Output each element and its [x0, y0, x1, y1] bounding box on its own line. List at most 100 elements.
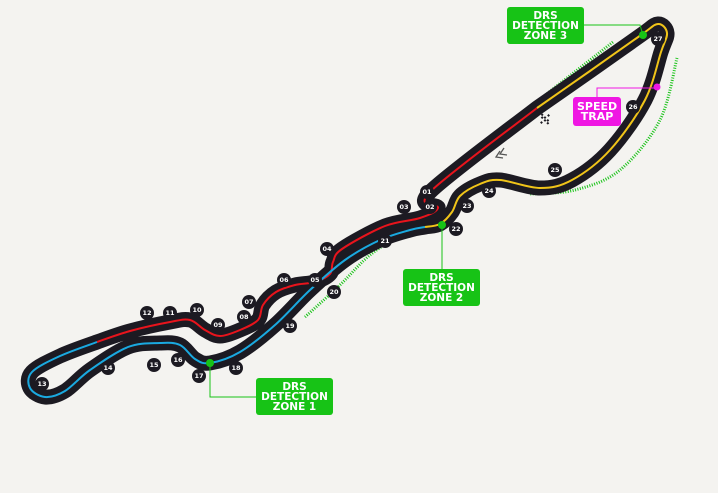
label-line: ZONE 1 — [272, 400, 317, 413]
label-line: ZONE 2 — [419, 291, 464, 304]
corner-22: 22 — [449, 222, 463, 236]
label-line: ZONE 3 — [523, 29, 568, 42]
corner-badge — [460, 199, 474, 213]
corner-number: 16 — [173, 356, 183, 364]
sector-1-line — [96, 107, 538, 343]
sector-3-line — [424, 23, 669, 228]
corner-badge — [237, 310, 251, 324]
corner-number: 27 — [653, 35, 662, 43]
label-line: DRS — [429, 271, 454, 284]
corner-21: 21 — [378, 234, 392, 248]
corner-badge — [35, 377, 49, 391]
corner-number: 21 — [380, 237, 390, 245]
corner-badge — [626, 100, 640, 114]
corner-badge — [163, 306, 177, 320]
corner-number: 15 — [149, 361, 159, 369]
corner-badge — [423, 200, 437, 214]
corner-badge — [211, 318, 225, 332]
drs-detection-point-3 — [639, 31, 647, 39]
corner-badge — [449, 222, 463, 236]
label-line: DRS — [533, 9, 558, 22]
corner-badge — [378, 234, 392, 248]
corner-number: 02 — [425, 203, 434, 211]
corner-number: 25 — [550, 166, 560, 174]
label-line: DETECTION — [512, 19, 579, 32]
drs-detection-point-1 — [206, 359, 214, 367]
corner-27: 27 — [651, 32, 665, 46]
label-line: SPEED — [577, 99, 618, 113]
corner-badge — [308, 273, 322, 287]
label-line: DETECTION — [408, 281, 475, 294]
corner-number: 22 — [451, 225, 460, 233]
label-line: DRS — [282, 380, 307, 393]
corner-badge — [147, 358, 161, 372]
corner-badge — [651, 32, 665, 46]
corner-number: 09 — [213, 321, 223, 329]
corner-02: 02 — [423, 200, 437, 214]
corner-03: 03 — [397, 200, 411, 214]
corner-19: 19 — [283, 319, 297, 333]
corner-badge — [420, 185, 434, 199]
drs-zone-2 — [529, 57, 679, 196]
corner-number: 05 — [310, 276, 320, 284]
checkered-flag-icon — [540, 113, 550, 125]
corner-15: 15 — [147, 358, 161, 372]
corner-number: 19 — [285, 322, 295, 330]
corner-number: 04 — [322, 245, 332, 253]
corner-16: 16 — [171, 353, 185, 367]
corner-badge — [192, 369, 206, 383]
drs-detection-point-2 — [438, 221, 446, 229]
corner-24: 24 — [482, 184, 496, 198]
corner-05: 05 — [308, 273, 322, 287]
corner-06: 06 — [277, 273, 291, 287]
corner-markers: 01 02 03 04 05 06 07 08 09 10 11 12 13 14 15 16 17 18 19 20… — [35, 32, 665, 391]
corner-number: 13 — [37, 380, 46, 388]
corner-badge — [190, 303, 204, 317]
corner-number: 18 — [231, 364, 241, 372]
corner-badge — [482, 184, 496, 198]
corner-20: 20 — [327, 285, 341, 299]
corner-badge — [283, 319, 297, 333]
corner-badge — [101, 361, 115, 375]
label-line: TRAP — [580, 109, 614, 123]
corner-badge — [548, 163, 562, 177]
corner-badge — [320, 242, 334, 256]
corner-badge — [229, 361, 243, 375]
corner-number: 08 — [239, 313, 249, 321]
corner-badge — [242, 295, 256, 309]
corner-number: 03 — [399, 203, 408, 211]
corner-number: 12 — [142, 309, 151, 317]
corner-number: 14 — [103, 364, 113, 372]
corner-09: 09 — [211, 318, 225, 332]
speed-trap-point — [653, 83, 661, 91]
track-surface — [20, 16, 675, 405]
corner-08: 08 — [237, 310, 251, 324]
corner-number: 26 — [628, 103, 638, 111]
corner-number: 11 — [165, 309, 175, 317]
corner-number: 07 — [244, 298, 253, 306]
corner-number: 24 — [484, 187, 494, 195]
corner-badge — [277, 273, 291, 287]
corner-10: 10 — [190, 303, 204, 317]
corner-18: 18 — [229, 361, 243, 375]
corner-17: 17 — [192, 369, 206, 383]
corner-01: 01 — [420, 185, 434, 199]
corner-04: 04 — [320, 242, 334, 256]
corner-number: 01 — [422, 188, 432, 196]
corner-number: 06 — [279, 276, 289, 284]
chevron-direction-icon — [494, 147, 508, 159]
corner-badge — [397, 200, 411, 214]
corner-11: 11 — [163, 306, 177, 320]
corner-13: 13 — [35, 377, 49, 391]
sector-2-line — [27, 226, 426, 399]
corner-badge — [140, 306, 154, 320]
corner-14: 14 — [101, 361, 115, 375]
corner-badge — [327, 285, 341, 299]
corner-12: 12 — [140, 306, 154, 320]
corner-number: 23 — [462, 202, 471, 210]
